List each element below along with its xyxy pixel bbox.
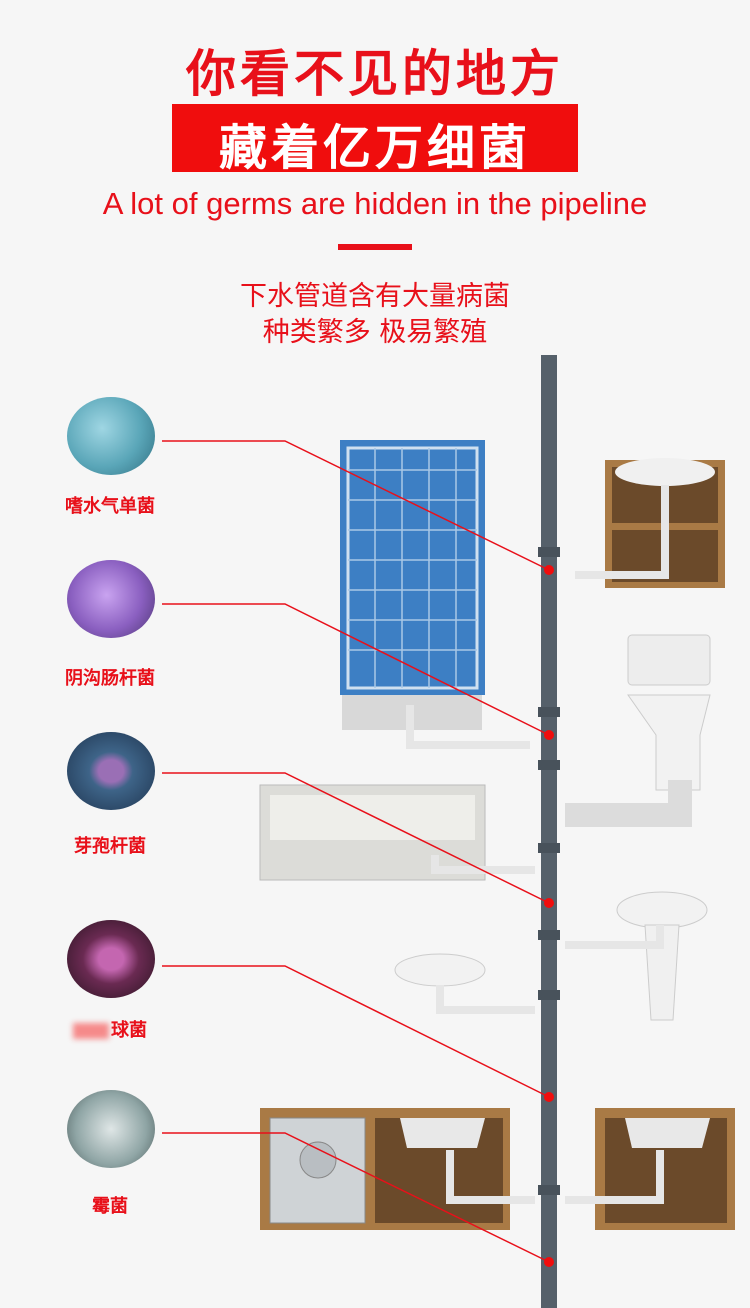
leader-line-4 — [162, 965, 550, 1098]
germ-markers — [544, 565, 554, 1267]
leader-line-2 — [162, 603, 550, 736]
germ-label-bacillus: 芽孢杆菌 — [74, 836, 146, 857]
bathtub-illustration — [259, 784, 535, 881]
blurred-text — [73, 1023, 109, 1039]
leader-line-1 — [162, 440, 550, 571]
description-line-2: 种类繁多 极易繁殖 — [262, 317, 488, 348]
germ-label-aeromonas: 嗜水气单菌 — [65, 496, 155, 517]
toilet-illustration — [565, 634, 711, 827]
english-subtitle: A lot of germs are hidden in the pipelin… — [102, 186, 648, 221]
germ-image-mold — [67, 1090, 155, 1168]
leader-line-5 — [162, 1132, 550, 1263]
headline: 你看不见的地方 — [186, 45, 564, 103]
description-line-1: 下水管道含有大量病菌 — [240, 281, 510, 312]
leader-line-3 — [162, 772, 550, 904]
germ-image-aeromonas — [67, 397, 155, 475]
pipe-joints — [538, 547, 560, 1195]
germ-image-coccus — [67, 920, 155, 998]
germ-label-coccus-text: 球菌 — [111, 1020, 147, 1041]
banner-text: 藏着亿万细菌 — [218, 120, 531, 176]
germ-label-enterobacter: 阴沟肠杆菌 — [65, 668, 155, 689]
germ-image-enterobacter — [67, 560, 155, 638]
germ-image-bacillus — [67, 732, 155, 810]
drain-pipe — [541, 355, 557, 1308]
banner-box — [172, 104, 578, 172]
divider — [338, 244, 412, 250]
wall-sink-illustration — [394, 953, 535, 1014]
kitchen-cabinets-illustration — [260, 1108, 735, 1230]
leader-lines — [162, 440, 550, 1263]
germ-label-mold: 霉菌 — [92, 1196, 128, 1217]
pedestal-sink-illustration — [565, 891, 708, 1021]
shower-illustration — [340, 440, 530, 749]
cabinet-sink-illustration — [575, 458, 725, 588]
germ-label-coccus: 球菌 — [40, 1016, 180, 1042]
